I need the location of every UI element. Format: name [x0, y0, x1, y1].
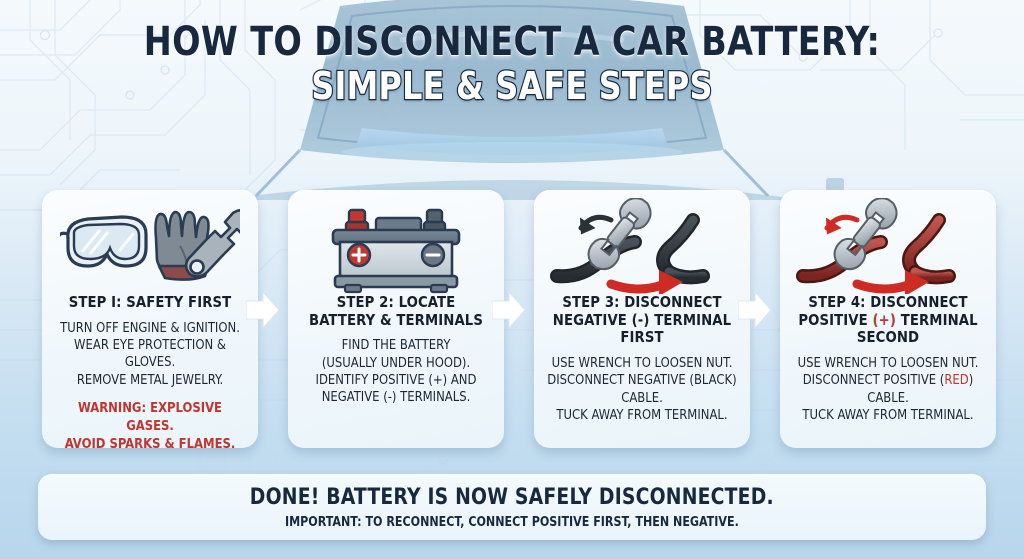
- wrench-red-cable-icon: [796, 198, 956, 294]
- step-4-body-line-1: USE WRENCH TO LOOSEN NUT.: [797, 354, 979, 371]
- step-1-body-line-2: WEAR EYE PROTECTION & GLOVES.: [74, 337, 226, 371]
- page-title: HOW TO DISCONNECT A CAR BATTERY: SIMPLE …: [0, 19, 1024, 108]
- step-card-4[interactable]: STEP 4: DISCONNECT POSITIVE (+) TERMINAL…: [780, 190, 996, 448]
- step-card-1[interactable]: STEP I: SAFETY FIRST TURN OFF ENGINE & I…: [42, 190, 258, 452]
- step-2-title-line-2: BATTERY & TERMINALS: [309, 310, 483, 329]
- footer-banner: DONE! BATTERY IS NOW SAFELY DISCONNECTED…: [38, 474, 986, 540]
- step-1-title: STEP I: SAFETY FIRST: [68, 293, 232, 311]
- step-1-body: TURN OFF ENGINE & IGNITION. WEAR EYE PRO…: [55, 320, 245, 390]
- step-4-body-suffix: ): [968, 372, 974, 389]
- step-1-warning-line-1: WARNING: EXPLOSIVE GASES.: [77, 400, 223, 434]
- step-3-body-line-2: DISCONNECT NEGATIVE (BLACK): [547, 372, 737, 389]
- safety-goggles-icon: [60, 215, 148, 268]
- step-2-body-line-4: NEGATIVE (-) TERMINALS.: [321, 389, 471, 406]
- car-battery-icon: [331, 208, 461, 294]
- arrow-step3-to-step4: [737, 290, 772, 330]
- step-4-title-plus-symbol: (+): [872, 310, 897, 329]
- step-1-warning-line-2: AVOID SPARKS & FLAMES.: [64, 435, 236, 452]
- step-2-body-line-3: IDENTIFY POSITIVE (+) AND: [315, 372, 477, 389]
- footer-headline: DONE! BATTERY IS NOW SAFELY DISCONNECTED…: [249, 484, 775, 510]
- step-2-title: STEP 2: LOCATE BATTERY & TERMINALS: [301, 293, 491, 329]
- step-4-body: USE WRENCH TO LOOSEN NUT. DISCONNECT POS…: [793, 355, 983, 425]
- step-4-body-line-3: CABLE.: [867, 389, 909, 406]
- step-4-body-prefix: DISCONNECT POSITIVE (: [802, 372, 945, 389]
- step-4-title-line-1: STEP 4: DISCONNECT: [808, 293, 968, 311]
- step-2-body-line-1: FIND THE BATTERY: [341, 337, 451, 354]
- step-1-body-line-1: TURN OFF ENGINE & IGNITION.: [60, 319, 240, 336]
- step-4-title: STEP 4: DISCONNECT POSITIVE (+) TERMINAL…: [793, 293, 983, 347]
- steps-row: STEP I: SAFETY FIRST TURN OFF ENGINE & I…: [0, 190, 1024, 452]
- step-4-title-prefix: POSITIVE: [798, 310, 873, 329]
- step-2-title-line-1: STEP 2: LOCATE: [336, 293, 456, 311]
- step-3-title-line-1: STEP 3: DISCONNECT: [562, 293, 722, 311]
- title-line-2: SIMPLE & SAFE STEPS: [310, 63, 713, 108]
- step-4-title-line-2: POSITIVE (+) TERMINAL SECOND: [793, 310, 983, 347]
- step-3-body-line-3: CABLE.: [621, 389, 663, 406]
- step-4-body-line-2: DISCONNECT POSITIVE (RED): [793, 372, 983, 389]
- step-1-icon-group: [50, 198, 250, 294]
- step-4-icon-group: [788, 198, 988, 294]
- step-2-body-line-2: (USUALLY UNDER HOOD).: [321, 354, 471, 371]
- step-3-body: USE WRENCH TO LOOSEN NUT. DISCONNECT NEG…: [547, 355, 737, 425]
- footer-subtext: IMPORTANT: TO RECONNECT, CONNECT POSITIV…: [285, 514, 739, 530]
- title-line-1: HOW TO DISCONNECT A CAR BATTERY:: [143, 19, 881, 65]
- wrench-icon: [184, 208, 240, 278]
- step-card-2[interactable]: STEP 2: LOCATE BATTERY & TERMINALS FIND …: [288, 190, 504, 448]
- arrow-step1-to-step2: [245, 290, 280, 330]
- step-3-title: STEP 3: DISCONNECT NEGATIVE (-) TERMINAL…: [547, 293, 737, 347]
- step-4-title-suffix: TERMINAL SECOND: [856, 310, 978, 347]
- step-3-icon-group: [542, 198, 742, 294]
- step-4-body-line-4: TUCK AWAY FROM TERMINAL.: [802, 407, 974, 424]
- arrow-step2-to-step3: [491, 290, 526, 330]
- step-3-body-line-1: USE WRENCH TO LOOSEN NUT.: [551, 354, 733, 371]
- step-1-warning: WARNING: EXPLOSIVE GASES. AVOID SPARKS &…: [55, 400, 245, 453]
- step-4-body-red-word: RED: [944, 372, 969, 389]
- step-2-icon-group: [296, 198, 496, 294]
- step-3-title-line-2: NEGATIVE (-) TERMINAL FIRST: [552, 310, 732, 347]
- step-card-3[interactable]: STEP 3: DISCONNECT NEGATIVE (-) TERMINAL…: [534, 190, 750, 448]
- car-hood-illustration: [0, 0, 1024, 200]
- step-2-body: FIND THE BATTERY (USUALLY UNDER HOOD). I…: [301, 337, 491, 407]
- step-1-body-line-3: REMOVE METAL JEWELRY.: [76, 371, 224, 388]
- step-3-body-line-4: TUCK AWAY FROM TERMINAL.: [556, 407, 728, 424]
- wrench-black-cable-icon: [550, 198, 710, 294]
